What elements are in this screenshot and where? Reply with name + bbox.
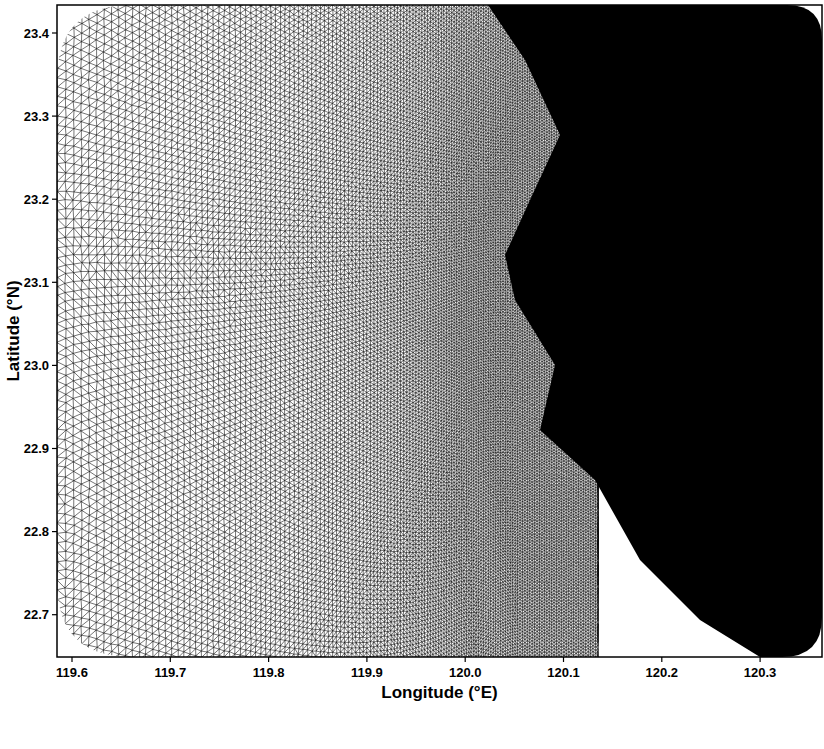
triangular-mesh: [48, 0, 598, 666]
tick-label: 23.4: [24, 26, 49, 41]
tick-label: 120.1: [547, 665, 580, 680]
tick-label: 22.7: [24, 607, 49, 622]
axis-title: Longitude (°E): [381, 683, 497, 703]
axis-ticks: [52, 33, 760, 662]
plot-frame: [57, 5, 822, 657]
tick-label: 119.7: [154, 665, 186, 680]
tick-label: 23.3: [24, 109, 49, 124]
tick-label: 120.0: [449, 665, 482, 680]
tick-label: 119.8: [253, 665, 285, 680]
tick-label: 22.8: [24, 524, 49, 539]
tick-label: 23.0: [24, 358, 49, 373]
tick-label: 119.6: [56, 665, 88, 680]
tick-label: 120.3: [744, 665, 777, 680]
tick-label: 23.2: [24, 192, 49, 207]
tick-label: 23.1: [24, 275, 49, 290]
tick-label: 22.9: [24, 441, 49, 456]
axis-title: Latitude (°N): [4, 280, 24, 381]
tick-label: 120.2: [646, 665, 679, 680]
tick-label: 119.9: [351, 665, 383, 680]
dense-mesh: [488, 5, 822, 657]
